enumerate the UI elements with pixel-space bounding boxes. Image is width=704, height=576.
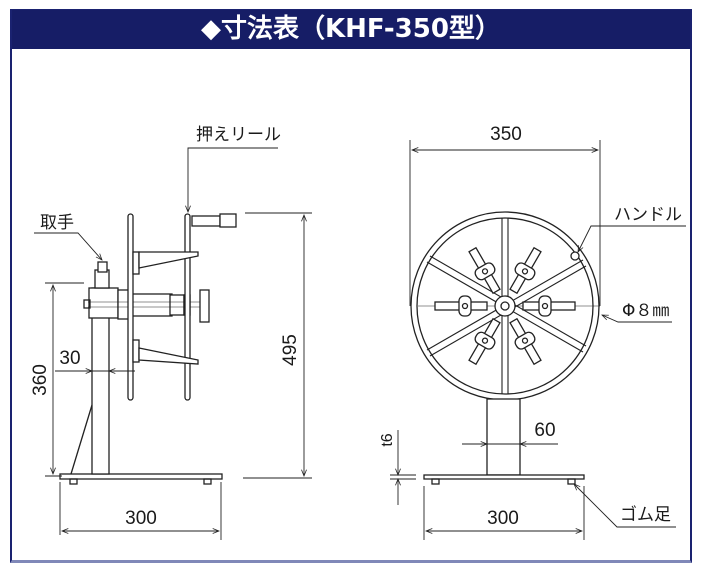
dim-side-column-width: 30 xyxy=(59,348,80,369)
side-grip xyxy=(97,261,108,273)
side-brace xyxy=(70,404,93,475)
rubber-feet-label: ゴム足 xyxy=(620,504,671,525)
dim-reel-diameter: 350 xyxy=(490,124,522,145)
side-reel-right xyxy=(184,213,191,401)
front-column xyxy=(486,398,521,476)
front-handle xyxy=(570,251,580,261)
side-handle xyxy=(191,215,221,227)
dim-front-column-width: 60 xyxy=(534,420,555,441)
side-rubber-foot-right xyxy=(203,478,212,485)
dim-total-height: 495 xyxy=(280,334,301,366)
page-title: ◆寸法表（KHF-350型） xyxy=(12,10,690,49)
side-shaft xyxy=(131,293,173,317)
press-reel-label: 押えリール xyxy=(196,125,281,145)
rod-diameter-label: Φ８㎜ xyxy=(622,301,669,321)
front-rubber-foot-left xyxy=(431,478,440,485)
handle-label: ハンドル xyxy=(614,205,682,225)
side-reel-left xyxy=(127,213,134,401)
side-base-plate xyxy=(59,473,223,480)
drawing-frame: ◆寸法表（KHF-350型） xyxy=(10,9,692,563)
dim-side-base-width: 300 xyxy=(125,508,157,529)
front-rubber-foot-right xyxy=(567,478,576,485)
dim-front-base-width: 300 xyxy=(487,508,519,529)
side-knob xyxy=(199,289,210,323)
front-view xyxy=(390,140,686,540)
reel-hub xyxy=(494,295,516,317)
grip-label: 取手 xyxy=(40,213,74,233)
dim-column-height: 360 xyxy=(30,364,51,396)
reel-clamps xyxy=(458,262,552,350)
front-base-plate xyxy=(423,474,585,480)
dim-base-thickness: t6 xyxy=(379,433,396,446)
side-rubber-foot-left xyxy=(69,478,78,485)
side-view xyxy=(34,147,312,540)
